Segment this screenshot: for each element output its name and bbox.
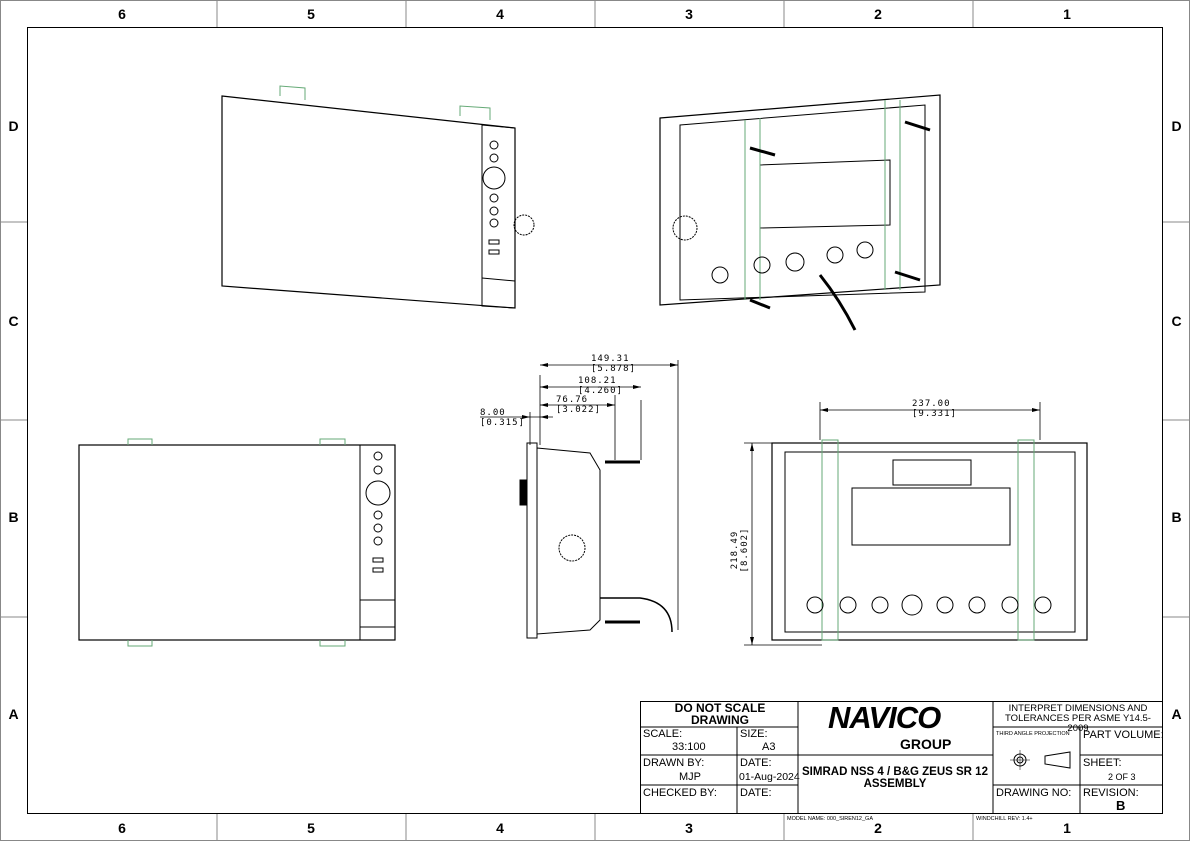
zone-row-label: A xyxy=(8,706,19,722)
zone-col-label: 2 xyxy=(874,6,882,22)
zone-row-label: C xyxy=(1171,313,1182,329)
size-value: A3 xyxy=(762,741,776,753)
checked-date-label: DATE: xyxy=(740,787,772,799)
zone-col-label: 2 xyxy=(874,820,882,836)
dim-mm: 76.76 xyxy=(556,395,589,405)
interpret-note: INTERPRET DIMENSIONS AND TOLERANCES PER … xyxy=(1005,703,1151,734)
drawn-by-label: DRAWN BY: xyxy=(643,757,705,769)
navico-logo: NAVICO xyxy=(828,700,941,735)
dimension-108-21: 108.21[4.260] xyxy=(578,376,623,396)
date-value: 01-Aug-2024 xyxy=(739,771,800,783)
dimension-237-00: 237.00[9.331] xyxy=(912,399,957,419)
dim-in: [8.602] xyxy=(740,527,750,573)
scale-value: 33:100 xyxy=(672,741,706,753)
dimension-218-49: 218.49[8.602] xyxy=(730,520,750,580)
front-view xyxy=(78,438,396,647)
zone-row-label: B xyxy=(8,509,19,525)
arrowheads xyxy=(522,363,1040,645)
drawing-no-label: DRAWING NO: xyxy=(996,787,1072,799)
zone-col-label: 4 xyxy=(496,820,504,836)
scale-label: SCALE: xyxy=(643,728,683,740)
dim-in: [5.878] xyxy=(591,364,636,374)
zone-row-label: B xyxy=(1171,509,1182,525)
zone-col-label: 6 xyxy=(118,6,126,22)
dimension-149-31: 149.31[5.878] xyxy=(591,354,636,374)
iso-rear-view xyxy=(659,94,941,331)
zone-col-label: 3 xyxy=(685,820,693,836)
zone-row-label: D xyxy=(8,118,19,134)
navico-logo-group: GROUP xyxy=(900,736,952,752)
do-not-scale-note: DO NOT SCALE DRAWING xyxy=(674,701,766,727)
zone-col-label: 5 xyxy=(307,820,315,836)
sheet-label: SHEET: xyxy=(1083,757,1122,769)
checked-by-label: CHECKED BY: xyxy=(643,787,717,799)
revision-value: B xyxy=(1116,798,1126,813)
dim-in: [9.331] xyxy=(912,409,957,419)
zone-col-label: 5 xyxy=(307,6,315,22)
dim-mm: 237.00 xyxy=(912,399,951,409)
zone-row-label: D xyxy=(1171,118,1182,134)
zone-col-label: 3 xyxy=(685,6,693,22)
side-view xyxy=(480,360,679,639)
zone-col-label: 1 xyxy=(1063,6,1071,22)
drawn-by-value: MJP xyxy=(679,771,701,783)
zone-col-label: 6 xyxy=(118,820,126,836)
revision-label: REVISION: xyxy=(1083,787,1139,799)
dim-mm: 149.31 xyxy=(591,354,630,364)
dim-in: [0.315] xyxy=(480,418,525,428)
drawing-title: SIMRAD NSS 4 / B&G ZEUS SR 12 ASSEMBLY xyxy=(802,766,988,790)
date-label: DATE: xyxy=(740,757,772,769)
iso-front-view xyxy=(221,85,535,309)
dim-in: [4.260] xyxy=(578,386,623,396)
dim-mm: 8.00 xyxy=(480,408,506,418)
part-volume-label: PART VOLUME: xyxy=(1083,729,1164,741)
zone-row-label: A xyxy=(1171,706,1182,722)
zone-col-label: 1 xyxy=(1063,820,1071,836)
projection-label: THIRD ANGLE PROJECTION xyxy=(996,731,1070,737)
zone-col-label: 4 xyxy=(496,6,504,22)
dim-in: [3.022] xyxy=(556,405,601,415)
zone-row-label: C xyxy=(8,313,19,329)
dim-mm: 218.49 xyxy=(730,530,740,570)
dimension-76-76: 76.76[3.022] xyxy=(556,395,601,415)
third-angle-projection-symbol xyxy=(1010,750,1071,770)
dimension-8-00: 8.00[0.315] xyxy=(480,408,525,428)
inner-border xyxy=(27,27,1163,814)
sheet-value: 2 OF 3 xyxy=(1108,772,1136,782)
windchill-rev: WINDCHILL REV: 1.4+ xyxy=(976,816,1033,822)
model-name: MODEL NAME: 000_SIREN12_GA xyxy=(787,816,873,822)
dim-mm: 108.21 xyxy=(578,376,617,386)
title-block-grid xyxy=(640,701,1163,814)
rear-view xyxy=(744,402,1088,646)
size-label: SIZE: xyxy=(740,728,768,740)
